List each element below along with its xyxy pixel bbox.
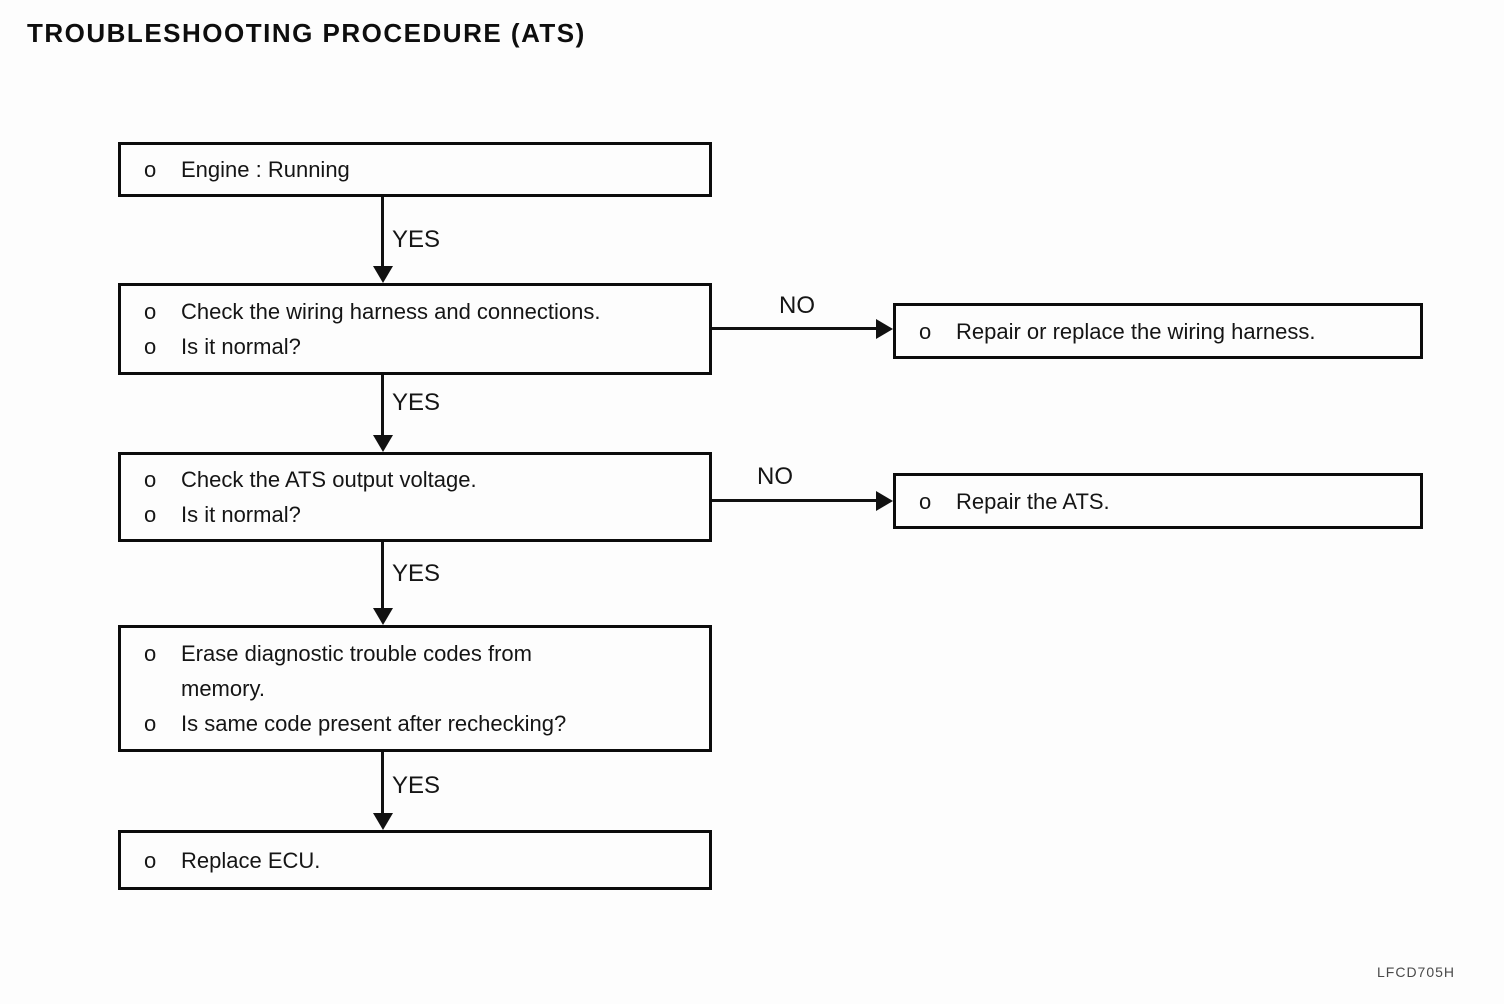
flow-box-text: Is it normal?: [181, 502, 301, 527]
bullet-marker: o: [144, 502, 157, 527]
bullet-marker: o: [144, 641, 157, 666]
bullet-marker: o: [144, 711, 157, 736]
connector-line-horizontal: [712, 327, 878, 330]
yes-label: YES: [392, 226, 441, 253]
no-label: NO: [779, 292, 815, 319]
arrow-down-icon: [373, 435, 393, 452]
flow-box-erase-codes: o Erase diagnostic trouble codes from me…: [118, 625, 712, 752]
flow-box-text: Check the wiring harness and connections…: [181, 299, 601, 324]
flow-box-repair-wiring: o Repair or replace the wiring harness.: [893, 303, 1423, 359]
arrow-down-icon: [373, 813, 393, 830]
connector-line-vertical: [381, 542, 384, 610]
bullet-marker: o: [144, 847, 157, 873]
arrow-right-icon: [876, 491, 893, 511]
flow-box-line: o Is same code present after rechecking?: [144, 706, 709, 741]
bullet-marker: o: [144, 157, 157, 182]
flow-box-text: Engine : Running: [181, 157, 350, 182]
flow-box-text: Repair or replace the wiring harness.: [956, 318, 1316, 344]
yes-label: YES: [392, 560, 441, 587]
bullet-marker: o: [919, 318, 932, 344]
flow-box-engine-running: o Engine : Running: [118, 142, 712, 197]
flow-box-line: o Check the wiring harness and connectio…: [144, 294, 709, 329]
connector-line-horizontal: [712, 499, 878, 502]
flow-box-line: memory.: [144, 671, 709, 706]
yes-label: YES: [392, 389, 441, 416]
flow-box-line: o Is it normal?: [144, 497, 709, 532]
flow-box-text: Replace ECU.: [181, 847, 321, 873]
bullet-marker: o: [919, 488, 932, 514]
figure-code: LFCD705H: [1377, 964, 1456, 980]
no-label: NO: [757, 463, 793, 490]
flow-box-line: o Is it normal?: [144, 329, 709, 364]
arrow-down-icon: [373, 608, 393, 625]
flow-box-line: o Repair the ATS.: [919, 484, 1420, 519]
connector-line-vertical: [381, 375, 384, 437]
arrow-right-icon: [876, 319, 893, 339]
flow-box-text: Repair the ATS.: [956, 488, 1110, 514]
flow-box-line: o Check the ATS output voltage.: [144, 462, 709, 497]
flow-box-text: memory.: [181, 676, 265, 701]
connector-line-vertical: [381, 752, 384, 815]
bullet-marker: [144, 671, 181, 706]
flow-box-line: o Replace ECU.: [144, 843, 709, 878]
flow-box-replace-ecu: o Replace ECU.: [118, 830, 712, 890]
flow-box-text: Check the ATS output voltage.: [181, 467, 477, 492]
flow-box-repair-ats: o Repair the ATS.: [893, 473, 1423, 529]
flow-box-line: o Engine : Running: [144, 152, 709, 187]
bullet-marker: o: [144, 467, 157, 492]
connector-line-vertical: [381, 197, 384, 267]
yes-label: YES: [392, 772, 441, 799]
flow-box-text: Is same code present after rechecking?: [181, 711, 567, 736]
flow-box-text: Erase diagnostic trouble codes from: [181, 641, 532, 666]
flow-box-line: o Erase diagnostic trouble codes from: [144, 636, 709, 671]
flow-box-line: o Repair or replace the wiring harness.: [919, 314, 1420, 349]
bullet-marker: o: [144, 299, 157, 324]
flow-box-check-wiring: o Check the wiring harness and connectio…: [118, 283, 712, 375]
bullet-marker: o: [144, 334, 157, 359]
page-title: TROUBLESHOOTING PROCEDURE (ATS): [27, 18, 586, 48]
flow-box-check-ats-voltage: o Check the ATS output voltage. o Is it …: [118, 452, 712, 542]
arrow-down-icon: [373, 266, 393, 283]
flow-box-text: Is it normal?: [181, 334, 301, 359]
